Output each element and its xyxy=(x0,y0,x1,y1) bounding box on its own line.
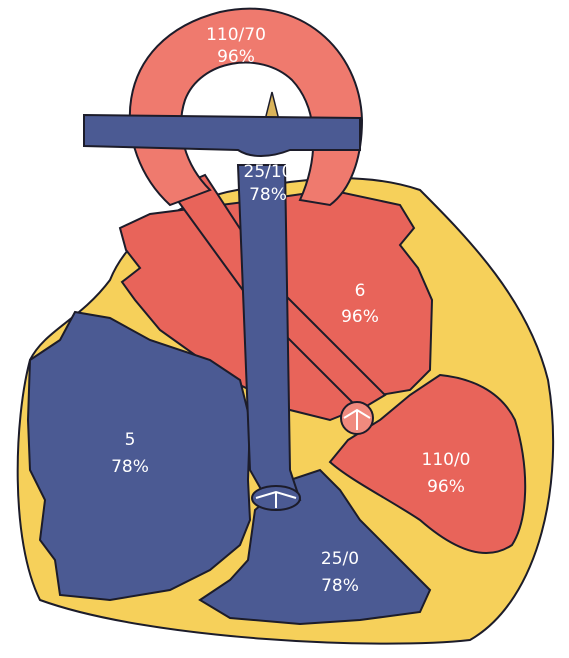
left-ventricle-pressure: 110/0 xyxy=(422,450,471,470)
right-ventricle-saturation: 78% xyxy=(321,576,359,596)
left-atrium-pressure: 6 xyxy=(355,281,366,301)
right-atrium-pressure: 5 xyxy=(125,430,136,450)
right-atrium-saturation: 78% xyxy=(111,457,149,477)
pulmonary-branches xyxy=(84,115,360,156)
pulmonary-valve-icon xyxy=(252,486,300,510)
left-ventricle-saturation: 96% xyxy=(427,477,465,497)
pulmonary-artery-saturation: 78% xyxy=(249,185,287,205)
aortic-valve-icon xyxy=(341,402,373,434)
right-ventricle-pressure: 25/0 xyxy=(321,549,359,569)
aorta-pressure: 110/70 xyxy=(206,25,266,45)
pulmonary-artery-pressure: 25/10 xyxy=(244,162,293,182)
left-atrium-saturation: 96% xyxy=(341,307,379,327)
aorta-saturation: 96% xyxy=(217,47,255,67)
